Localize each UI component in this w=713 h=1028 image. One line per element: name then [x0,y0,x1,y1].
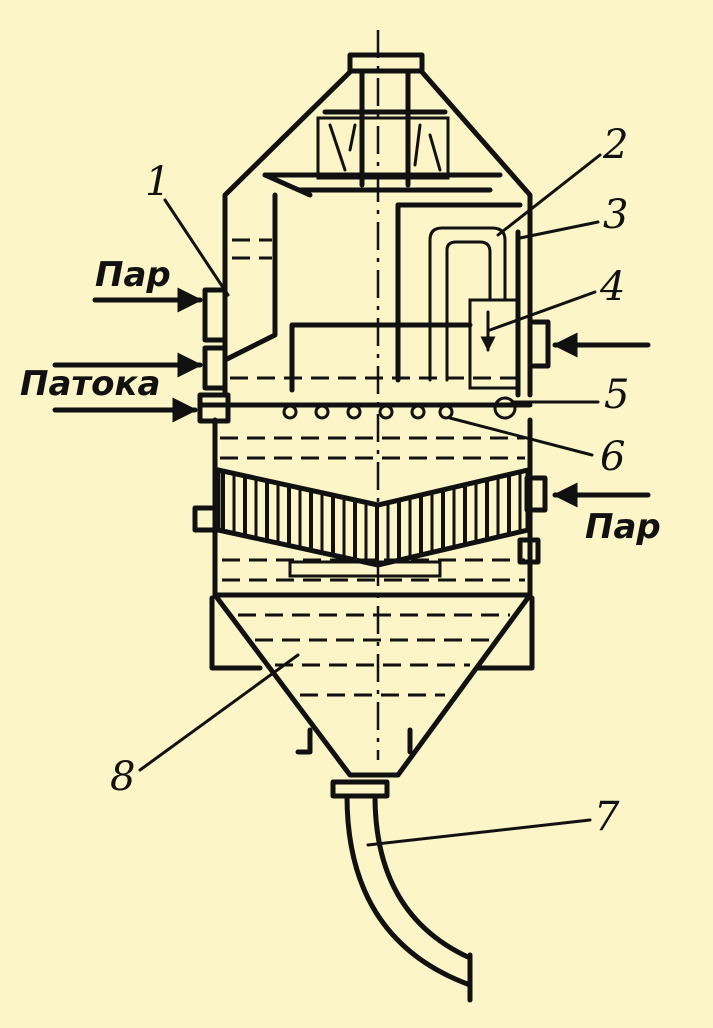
label-7: 7 [594,794,620,840]
label-2: 2 [602,122,628,168]
label-6: 6 [600,434,625,480]
item-8-cone [209,592,535,778]
left-nozzles [197,287,231,424]
right-nozzle [527,319,551,369]
inlet-arrows [52,287,651,508]
leader-lines [138,153,602,847]
item-1-trap [222,192,278,363]
label-5: 5 [604,372,629,418]
label-8: 8 [110,754,135,800]
exhaust-pipe [347,52,425,188]
label-4: 4 [599,264,625,310]
item-7-outlet-hose [330,779,473,1003]
items-5-6-distributor [197,396,533,420]
label-3: 3 [603,192,628,238]
inner-baffle [289,322,473,393]
heating-tube-bank [192,466,548,582]
label-molasses: Патока [20,364,160,404]
label-steam-top: Пар [95,255,171,295]
items-2-3-4-pipes [395,202,523,398]
label-steam-bottom: Пар [585,507,661,547]
label-1: 1 [145,159,170,205]
